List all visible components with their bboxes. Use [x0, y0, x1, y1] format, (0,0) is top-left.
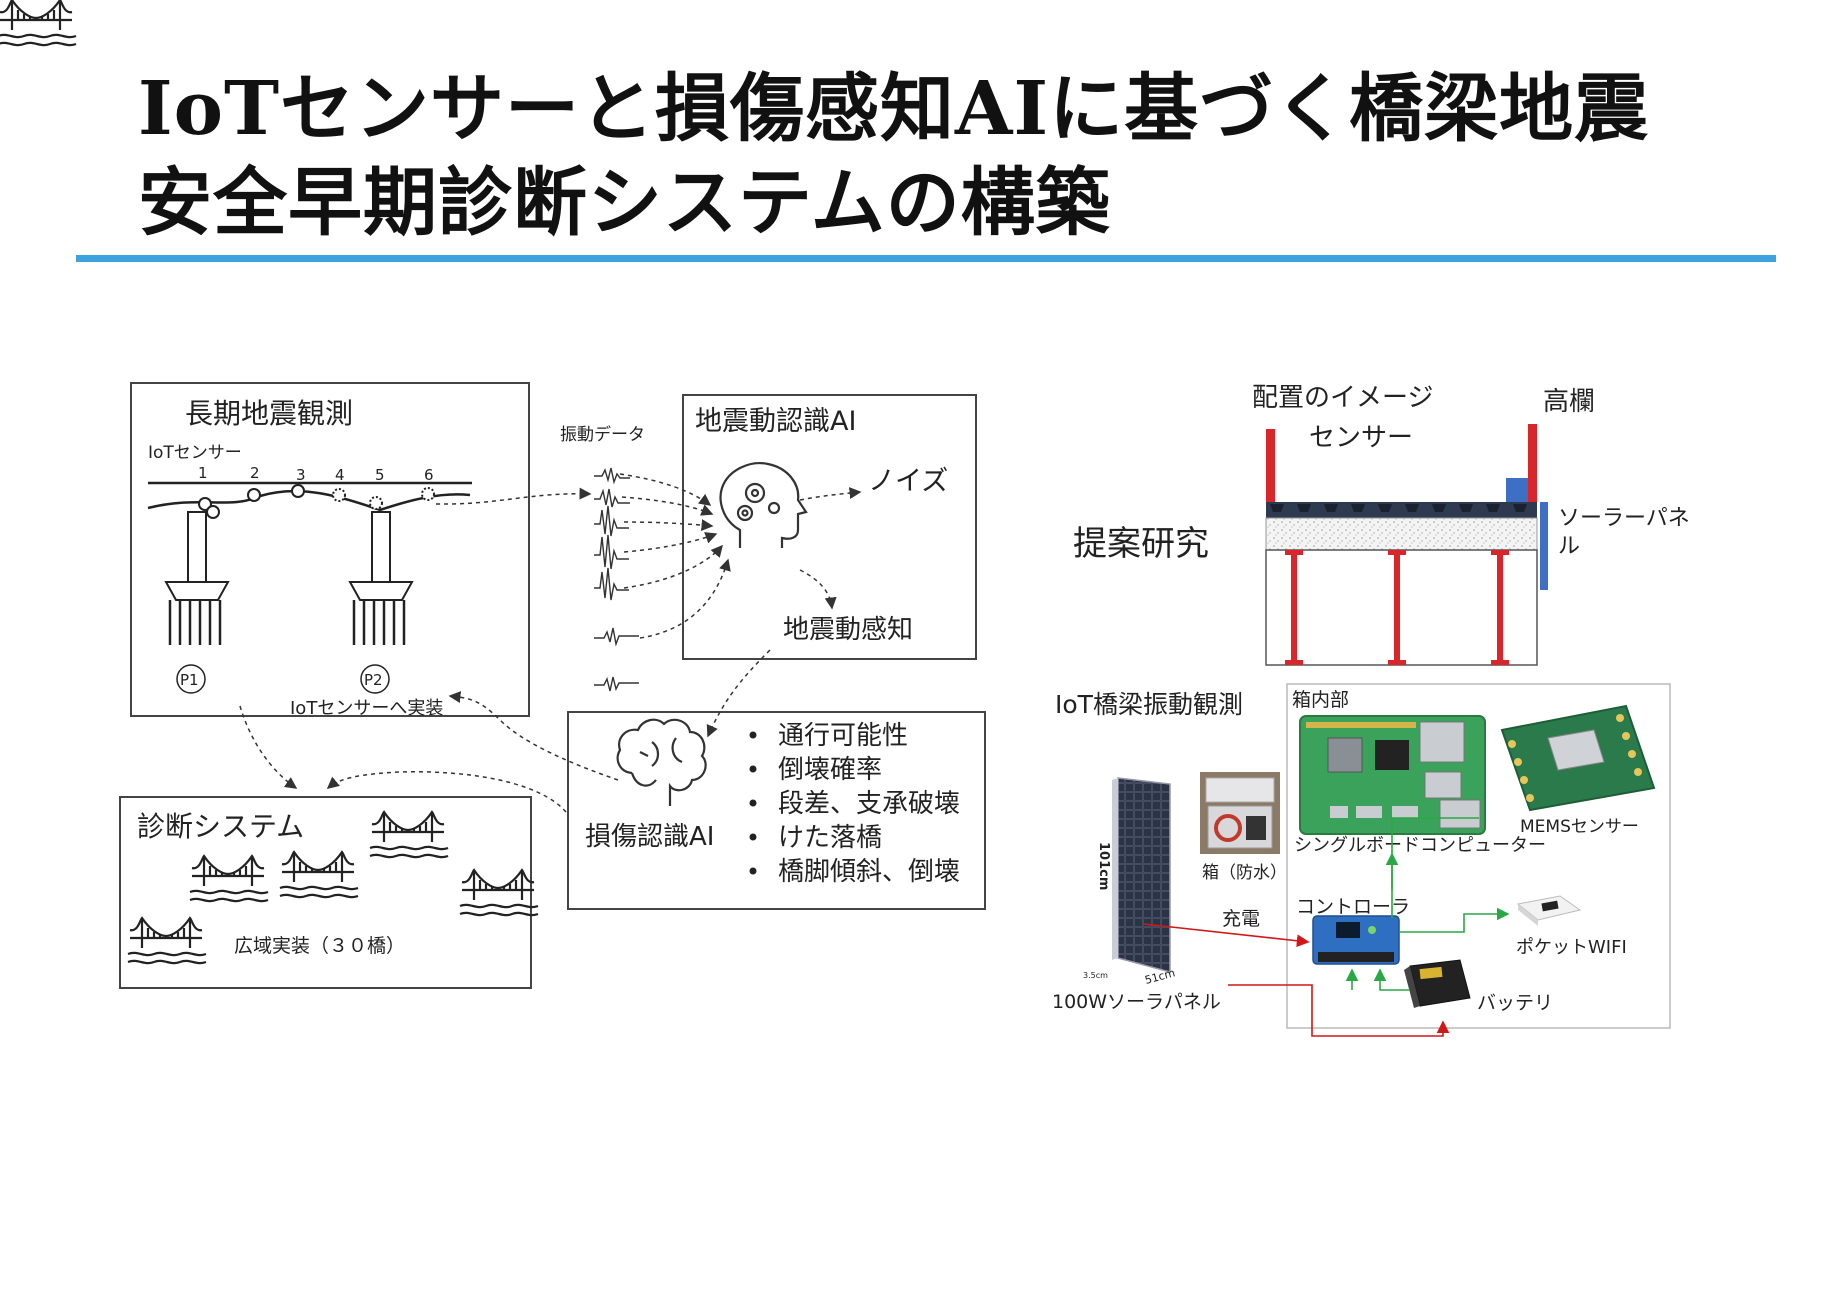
proposal-label: 提案研究: [1073, 524, 1209, 564]
pocket-wifi-icon: [1516, 895, 1582, 926]
charge-label: 充電: [1222, 908, 1260, 930]
brain-icon: [616, 718, 707, 806]
diagnosis-heading: 診断システム: [137, 810, 304, 843]
observation-heading: 長期地震観測: [185, 397, 353, 430]
railing-right: [1528, 424, 1537, 502]
sensor-number: 4: [335, 466, 345, 484]
solar-caption: 100Wソーラパネル: [1052, 991, 1221, 1013]
observation-box: 長期地震観測 IoTセンサー 1 2 3 4 5 6: [130, 382, 530, 719]
diagnosis-system-box: 診断システム 広域実装（３０橋）: [0, 0, 540, 989]
inside-box-frame: [1286, 683, 1671, 1029]
waveform-stack: [594, 467, 639, 692]
railing-label: 高欄: [1543, 387, 1595, 417]
page-title: IoTセンサーと損傷感知AIに基づく橋梁地震 安全早期診断システムの構築: [138, 62, 1649, 250]
controller-caption: コントローラ: [1296, 896, 1410, 918]
bridge-cross-section: 配置のイメージ センサー 高欄 提案研究 ソーラーパネ ル: [1073, 383, 1690, 666]
diagnosis-caption: 広域実装（３０橋）: [234, 935, 405, 957]
iot-heading: IoT橋梁振動観測: [1055, 690, 1243, 719]
steel-girders: [1285, 550, 1509, 665]
charge-controller-icon: [1312, 915, 1400, 965]
sensor-number: 5: [375, 466, 385, 484]
pier-p1: [164, 511, 230, 645]
sensor-number: 1: [198, 464, 208, 482]
sensor-number: 3: [296, 466, 306, 484]
ai-head-gears-icon: [719, 462, 808, 548]
pier-p2: [348, 511, 414, 645]
girder-frame: [1265, 549, 1538, 666]
mems-caption: MEMSセンサー: [1520, 817, 1639, 837]
bullet-item: 橋脚傾斜、倒壊: [778, 857, 960, 887]
sensor-caption: センサー: [1309, 423, 1413, 453]
iot-sensor-label: IoTセンサー: [148, 443, 242, 463]
inside-box-label: 箱内部: [1292, 689, 1349, 711]
battery-caption: バッテリ: [1477, 992, 1553, 1014]
bridge-icon: [0, 0, 77, 47]
dim-height: 101cm: [1096, 842, 1111, 890]
iot-sensor-icon: [198, 484, 435, 519]
layout-image-label: 配置のイメージ: [1252, 383, 1433, 413]
noise-label: ノイズ: [868, 466, 948, 497]
dim-depth: 3.5cm: [1083, 971, 1108, 980]
title-line-2: 安全早期診断システムの構築: [138, 160, 1111, 246]
sensor-number: 6: [424, 466, 434, 484]
ballast-layer: [1265, 517, 1538, 551]
battery-icon: [1404, 959, 1471, 1008]
ground-ai-heading: 地震動認識AI: [695, 406, 856, 437]
solar-panel-bar: [1540, 502, 1548, 590]
flow-arrows: [239, 473, 862, 813]
railing-left: [1266, 429, 1275, 502]
damage-bullet-list: 通行可能性 倒壊確率 段差、支承破壊 けた落橋 橋脚傾斜、倒壊: [749, 721, 960, 887]
deploy-label: IoTセンサーへ実装: [290, 698, 443, 719]
sbc-caption: シングルボードコンピューター: [1294, 835, 1546, 856]
damage-ai-box: 損傷認識AI 通行可能性 倒壊確率 段差、支承破壊 けた落橋 橋脚傾斜、倒壊: [567, 711, 986, 910]
iot-observation-panel: IoT橋梁振動観測 箱内部 101cm 51cm 3.5cm 100Wソーラパネ…: [1052, 683, 1671, 1037]
bullet-item: 倒壊確率: [778, 755, 882, 785]
detect-label: 地震動感知: [783, 615, 913, 645]
vibration-data-label: 振動データ: [560, 424, 645, 445]
pier-p2-label: P2: [364, 671, 383, 689]
pier-p1-label: P1: [180, 671, 199, 689]
title-divider: [76, 255, 1776, 262]
bullet-item: 段差、支承破壊: [778, 789, 960, 819]
wifi-caption: ポケットWIFI: [1516, 937, 1627, 958]
solar-panel-icon: [1112, 777, 1171, 973]
ground-motion-ai-box: 地震動認識AI ノイズ 地震動感知: [682, 394, 977, 660]
wiring: [1143, 817, 1510, 1037]
dim-width: 51cm: [1143, 966, 1176, 987]
solar-panel-label-line1: ソーラーパネ: [1558, 506, 1690, 531]
bullet-item: けた落橋: [778, 823, 882, 853]
mems-sensor-icon: [1500, 704, 1656, 812]
solar-panel-label-line2: ル: [1558, 534, 1580, 559]
single-board-computer-icon: [1299, 715, 1486, 835]
title-line-1: IoTセンサーと損傷感知AIに基づく橋梁地震: [138, 66, 1650, 152]
bullet-item: 通行可能性: [778, 721, 908, 751]
bridge-girder: [147, 489, 471, 512]
sensor-number: 2: [250, 464, 260, 482]
damage-ai-label: 損傷認識AI: [585, 822, 714, 852]
sensor-block: [1506, 478, 1528, 502]
waterproof-box-photo: [1200, 772, 1280, 854]
box-caption: 箱（防水）: [1202, 863, 1287, 883]
deck-ribs: [1270, 504, 1527, 512]
